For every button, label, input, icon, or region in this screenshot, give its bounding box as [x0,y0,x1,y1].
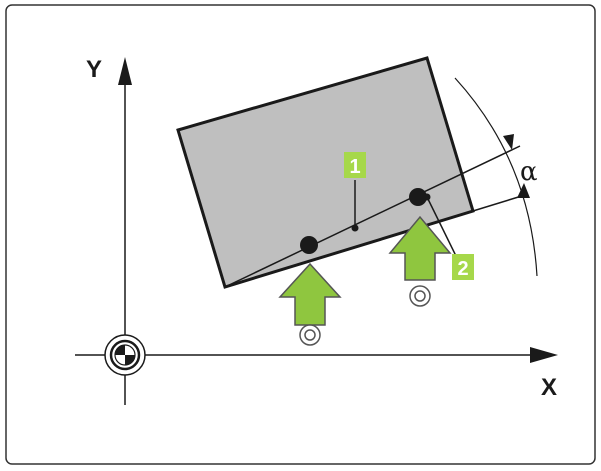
svg-text:2: 2 [457,258,468,280]
crosshair-target-icon [104,334,146,376]
angle-arrowhead-top [503,134,514,150]
label-2-leader [426,196,457,257]
reference-line-nominal [224,145,521,288]
probe-point-large [409,188,427,206]
probe-target-icon [299,324,321,346]
x-axis-arrowhead [530,347,558,363]
arrow-up-icon [278,262,342,326]
angle-label: α [520,157,538,187]
y-axis-arrowhead [118,57,132,85]
angle-arrowhead-bottom [517,183,530,198]
reference-line-actual [224,194,526,288]
y-axis-label: Y [86,56,102,83]
marker-label-2: 2 [452,254,474,280]
marker-label-1: 1 [344,152,366,178]
svg-text:1: 1 [349,156,360,178]
x-axis-label: X [541,374,557,401]
angle-arc [454,77,538,277]
probe-target-icon [409,285,431,307]
arrow-up-icon [388,215,452,281]
probe-point-large [300,236,318,254]
